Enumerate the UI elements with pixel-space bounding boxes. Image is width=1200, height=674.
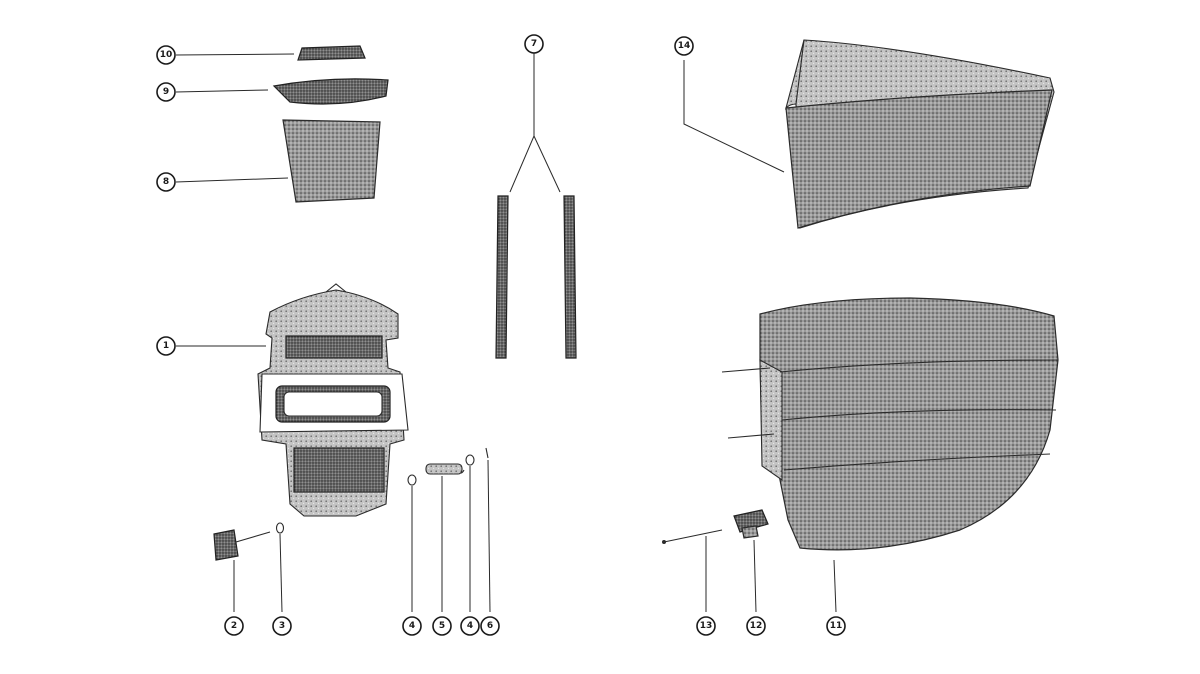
callout-4-left: 4 [402,616,422,636]
callout-6: 6 [480,616,500,636]
svg-text:12: 12 [750,621,763,631]
part-4-washer-a [407,474,417,486]
svg-text:11: 11 [830,621,843,631]
svg-text:4: 4 [409,621,415,631]
part-14-wrap-cover [784,39,1055,229]
part-7-strips [495,50,577,359]
part-3-ring [275,522,285,534]
callout-13: 13 [696,616,716,636]
callout-4-right: 4 [460,616,480,636]
svg-text:4: 4 [467,621,473,631]
part-12-bracket [733,509,769,539]
callout-7: 7 [524,34,544,54]
callout-9: 9 [156,82,176,102]
svg-text:7: 7 [531,39,537,49]
callout-1: 1 [156,336,176,356]
part-5-spring [425,463,465,475]
callout-5: 5 [432,616,452,636]
part-1-front-housing [257,283,409,517]
part-2-key [213,529,271,561]
svg-text:8: 8 [163,177,169,187]
part-8-panel [282,119,381,203]
callout-12: 12 [746,616,766,636]
svg-text:1: 1 [163,341,169,351]
svg-text:3: 3 [279,621,285,631]
callout-14: 14 [674,36,694,56]
svg-text:5: 5 [439,621,445,631]
svg-text:2: 2 [231,621,237,631]
part-11-lower-cowl [721,297,1059,551]
part-4-washer-b [465,454,475,466]
svg-text:14: 14 [678,41,691,51]
svg-text:13: 13 [700,621,713,631]
part-6-pin [485,447,489,459]
callout-3: 3 [272,616,292,636]
callout-8: 8 [156,172,176,192]
callout-11: 11 [826,616,846,636]
part-13-rod [662,529,723,544]
svg-text:10: 10 [160,50,173,60]
svg-text:6: 6 [487,621,493,631]
part-9-curved-strip [272,78,389,105]
callout-2: 2 [224,616,244,636]
part-10-pad [297,45,366,61]
svg-text:9: 9 [163,87,169,97]
leader-lines [175,53,837,613]
callout-10: 10 [156,45,176,65]
